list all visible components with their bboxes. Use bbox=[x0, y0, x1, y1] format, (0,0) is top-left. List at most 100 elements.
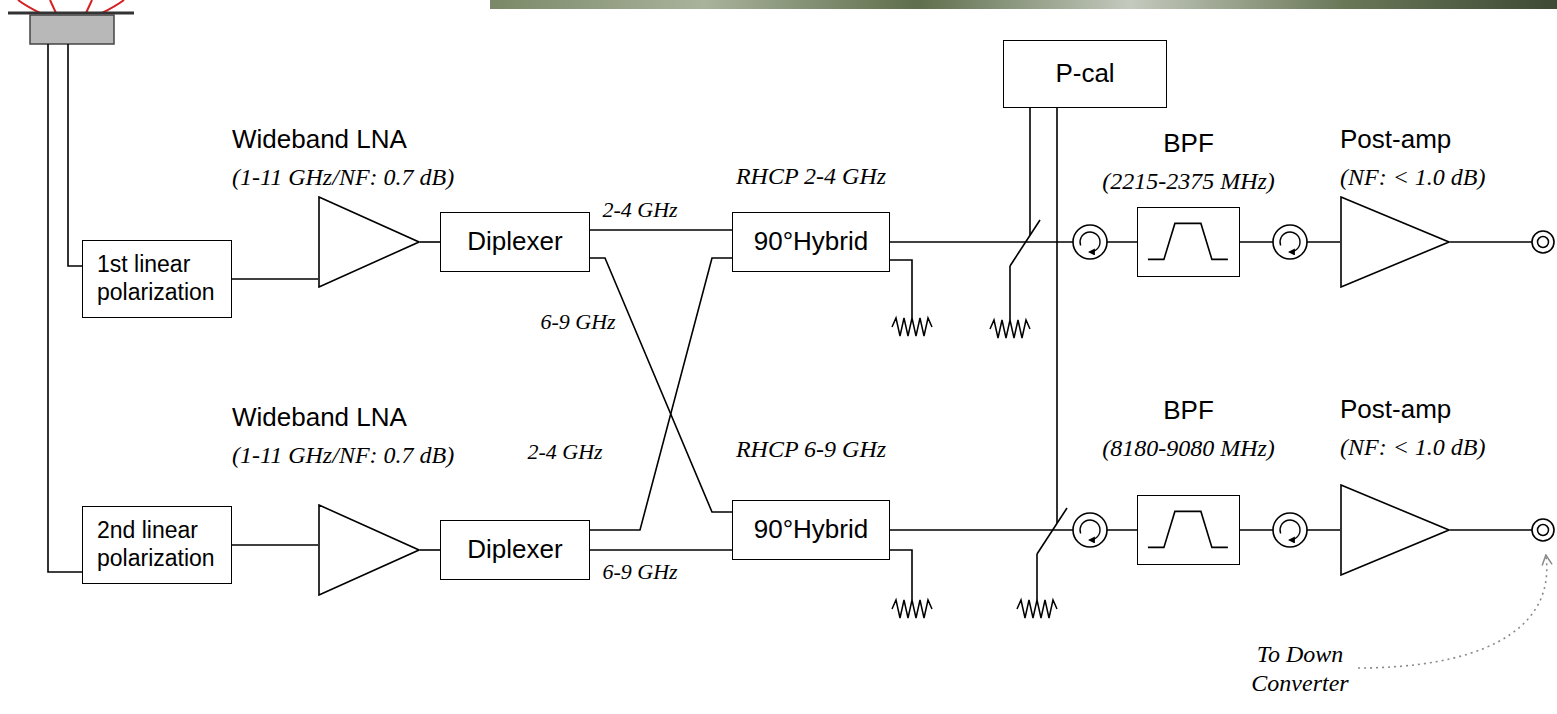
filter-symbol bbox=[1148, 223, 1228, 259]
part-heading: Post-amp (NF: < 1.0 dB) bbox=[1340, 394, 1486, 462]
termination-wire bbox=[1009, 266, 1011, 320]
post-amplifier: Post-amp(NF: < 1.0 dB) bbox=[1340, 484, 1450, 576]
lna-amplifier: Wideband LNA(1-11 GHz/NF: 0.7 dB) bbox=[318, 196, 420, 288]
feed-wire bbox=[68, 44, 82, 266]
feed-horn bbox=[102, 0, 124, 13]
post-amplifier: Post-amp(NF: < 1.0 dB) bbox=[1340, 196, 1450, 288]
circulator-symbol bbox=[1073, 225, 1107, 259]
node-label: 90°Hybrid bbox=[739, 514, 883, 545]
coupler-symbol bbox=[1010, 220, 1040, 266]
photo-strip bbox=[490, 0, 1557, 9]
amplifier-triangle bbox=[318, 196, 420, 288]
circulator-symbol bbox=[1273, 225, 1307, 259]
part-spec: (NF: < 1.0 dB) bbox=[1340, 433, 1486, 462]
polarization-port-box: 1st linear polarization bbox=[82, 240, 232, 318]
amplifier-triangle bbox=[319, 505, 419, 595]
output-connector bbox=[1538, 525, 1549, 536]
part-name: Wideband LNA bbox=[232, 124, 454, 155]
output-connector bbox=[1532, 519, 1554, 541]
pcal-wire bbox=[1056, 108, 1058, 523]
termination-wire bbox=[890, 550, 912, 600]
output-connector bbox=[1532, 231, 1554, 253]
resistor-symbol bbox=[990, 320, 1030, 338]
part-heading: BPF (2215-2375 MHz) bbox=[1102, 128, 1275, 196]
feed-base bbox=[30, 15, 114, 44]
output-connector bbox=[1538, 237, 1549, 248]
part-name: BPF bbox=[1102, 395, 1275, 426]
signal-wire bbox=[420, 549, 440, 551]
node-label: 1st linear polarization bbox=[97, 251, 217, 306]
circulator-symbol bbox=[1073, 513, 1107, 547]
leader-line bbox=[1358, 556, 1547, 668]
part-heading: RHCP 2-4 GHz bbox=[736, 162, 886, 191]
filter-symbol bbox=[1138, 496, 1238, 563]
feed-wire bbox=[48, 44, 82, 572]
resistor-symbol bbox=[1017, 600, 1057, 618]
filter-symbol bbox=[1138, 208, 1238, 275]
part-name: Post-amp bbox=[1340, 394, 1486, 425]
resistor-symbol bbox=[892, 318, 932, 336]
signal-wire bbox=[590, 229, 732, 231]
signal-wire bbox=[420, 241, 440, 243]
circulator-arrow bbox=[1280, 232, 1300, 252]
part-spec: (1-11 GHz/NF: 0.7 dB) bbox=[232, 163, 454, 192]
termination-wire bbox=[890, 260, 912, 318]
note-label: To Down Converter bbox=[1240, 640, 1360, 698]
termination-wire bbox=[1036, 554, 1038, 600]
part-heading: Wideband LNA (1-11 GHz/NF: 0.7 dB) bbox=[232, 124, 454, 192]
amplifier-triangle bbox=[1341, 197, 1449, 287]
node-label: Diplexer bbox=[447, 226, 583, 257]
part-heading: BPF (8180-9080 MHz) bbox=[1102, 395, 1275, 463]
diplexer-box: Diplexer bbox=[440, 212, 590, 272]
node-label: 2nd linear polarization bbox=[97, 517, 217, 572]
part-spec: (8180-9080 MHz) bbox=[1102, 434, 1275, 463]
amplifier-triangle bbox=[319, 197, 419, 287]
node-label: Diplexer bbox=[447, 534, 583, 565]
part-spec: (NF: < 1.0 dB) bbox=[1340, 163, 1486, 192]
signal-wire bbox=[590, 549, 732, 551]
circulator-arrow bbox=[1080, 232, 1100, 252]
part-heading: Wideband LNA (1-11 GHz/NF: 0.7 dB) bbox=[232, 402, 454, 470]
pcal-box: P-cal bbox=[1003, 40, 1167, 108]
part-name: Post-amp bbox=[1340, 124, 1486, 155]
part-heading: RHCP 6-9 GHz bbox=[736, 435, 886, 464]
amplifier-triangle bbox=[318, 504, 420, 596]
feed-horn bbox=[86, 0, 92, 13]
feed-horn bbox=[18, 0, 40, 13]
band-label: 6-9 GHz bbox=[538, 309, 617, 334]
circulator-symbol bbox=[1273, 513, 1307, 547]
amplifier-triangle bbox=[1340, 484, 1450, 576]
part-spec: (1-11 GHz/NF: 0.7 dB) bbox=[232, 441, 454, 470]
part-name: BPF bbox=[1102, 128, 1275, 159]
circulator-arrow bbox=[1280, 520, 1300, 540]
part-spec: (2215-2375 MHz) bbox=[1102, 167, 1275, 196]
part-name: Wideband LNA bbox=[232, 402, 454, 433]
polarization-port-box: 2nd linear polarization bbox=[82, 506, 232, 584]
band-label: 6-9 GHz bbox=[600, 559, 679, 584]
filter-symbol bbox=[1148, 511, 1228, 547]
amplifier-triangle bbox=[1341, 485, 1449, 575]
band-label: 2-4 GHz bbox=[525, 439, 604, 464]
feed-horn bbox=[50, 0, 56, 13]
circulator-arrow bbox=[1080, 520, 1100, 540]
resistor-symbol bbox=[892, 600, 932, 618]
feed-flange bbox=[8, 12, 134, 15]
signal-wire bbox=[590, 258, 732, 512]
lna-amplifier: Wideband LNA(1-11 GHz/NF: 0.7 dB) bbox=[318, 504, 420, 596]
hybrid-box: RHCP 2-4 GHz90°Hybrid bbox=[732, 212, 890, 272]
signal-wire bbox=[232, 544, 318, 546]
node-label: P-cal bbox=[1010, 58, 1160, 89]
output-wire bbox=[1450, 241, 1532, 243]
band-label: 2-4 GHz bbox=[600, 197, 679, 222]
diplexer-box: Diplexer bbox=[440, 520, 590, 580]
signal-wire bbox=[232, 278, 318, 280]
node-label: 90°Hybrid bbox=[739, 226, 883, 257]
output-wire bbox=[1450, 529, 1532, 531]
signal-wire bbox=[590, 258, 732, 530]
coupler-symbol bbox=[1037, 508, 1067, 554]
part-heading: Post-amp (NF: < 1.0 dB) bbox=[1340, 124, 1486, 192]
part-name: RHCP 2-4 GHz bbox=[736, 162, 886, 191]
